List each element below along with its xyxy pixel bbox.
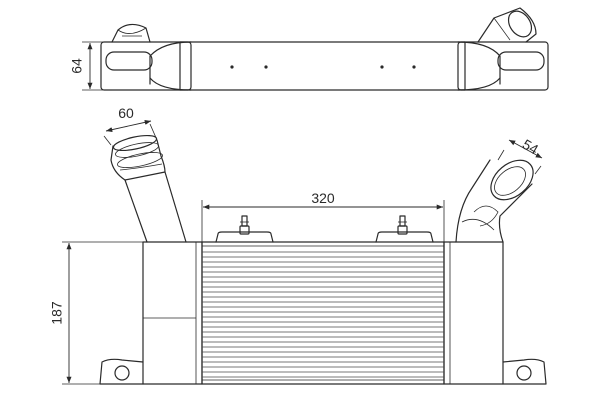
dimension-inlet-label: 60 bbox=[118, 105, 134, 121]
dimension-depth: 64 bbox=[69, 41, 112, 91]
front-view: 60 54 320 bbox=[49, 105, 547, 385]
dimension-depth-label: 64 bbox=[69, 58, 85, 74]
core-fins bbox=[202, 251, 444, 378]
radiator-core bbox=[201, 241, 445, 385]
top-view-hole bbox=[380, 65, 384, 69]
dimension-outlet: 54 bbox=[497, 136, 543, 175]
dimension-height: 187 bbox=[49, 241, 143, 385]
right-end-tank bbox=[443, 241, 504, 385]
top-view-hole bbox=[230, 65, 234, 69]
top-view-hole bbox=[412, 65, 416, 69]
top-view-core bbox=[179, 41, 466, 91]
dimension-inlet: 60 bbox=[103, 105, 158, 146]
inlet-pipe bbox=[110, 134, 187, 243]
top-view-hole bbox=[264, 65, 268, 69]
top-view: 64 bbox=[69, 7, 549, 91]
mount-left bbox=[99, 358, 144, 385]
top-view-right-tank bbox=[457, 7, 549, 91]
dimension-core-width: 320 bbox=[201, 190, 445, 242]
bracket-left bbox=[215, 215, 274, 243]
dimension-outlet-label: 54 bbox=[520, 136, 542, 158]
top-view-left-tank bbox=[100, 23, 192, 91]
dimension-height-label: 187 bbox=[49, 301, 65, 325]
mount-right bbox=[502, 358, 547, 385]
bracket-right bbox=[375, 215, 434, 243]
left-end-tank bbox=[142, 241, 203, 385]
outlet-pipe bbox=[455, 159, 534, 243]
dimension-core-width-label: 320 bbox=[311, 190, 335, 206]
